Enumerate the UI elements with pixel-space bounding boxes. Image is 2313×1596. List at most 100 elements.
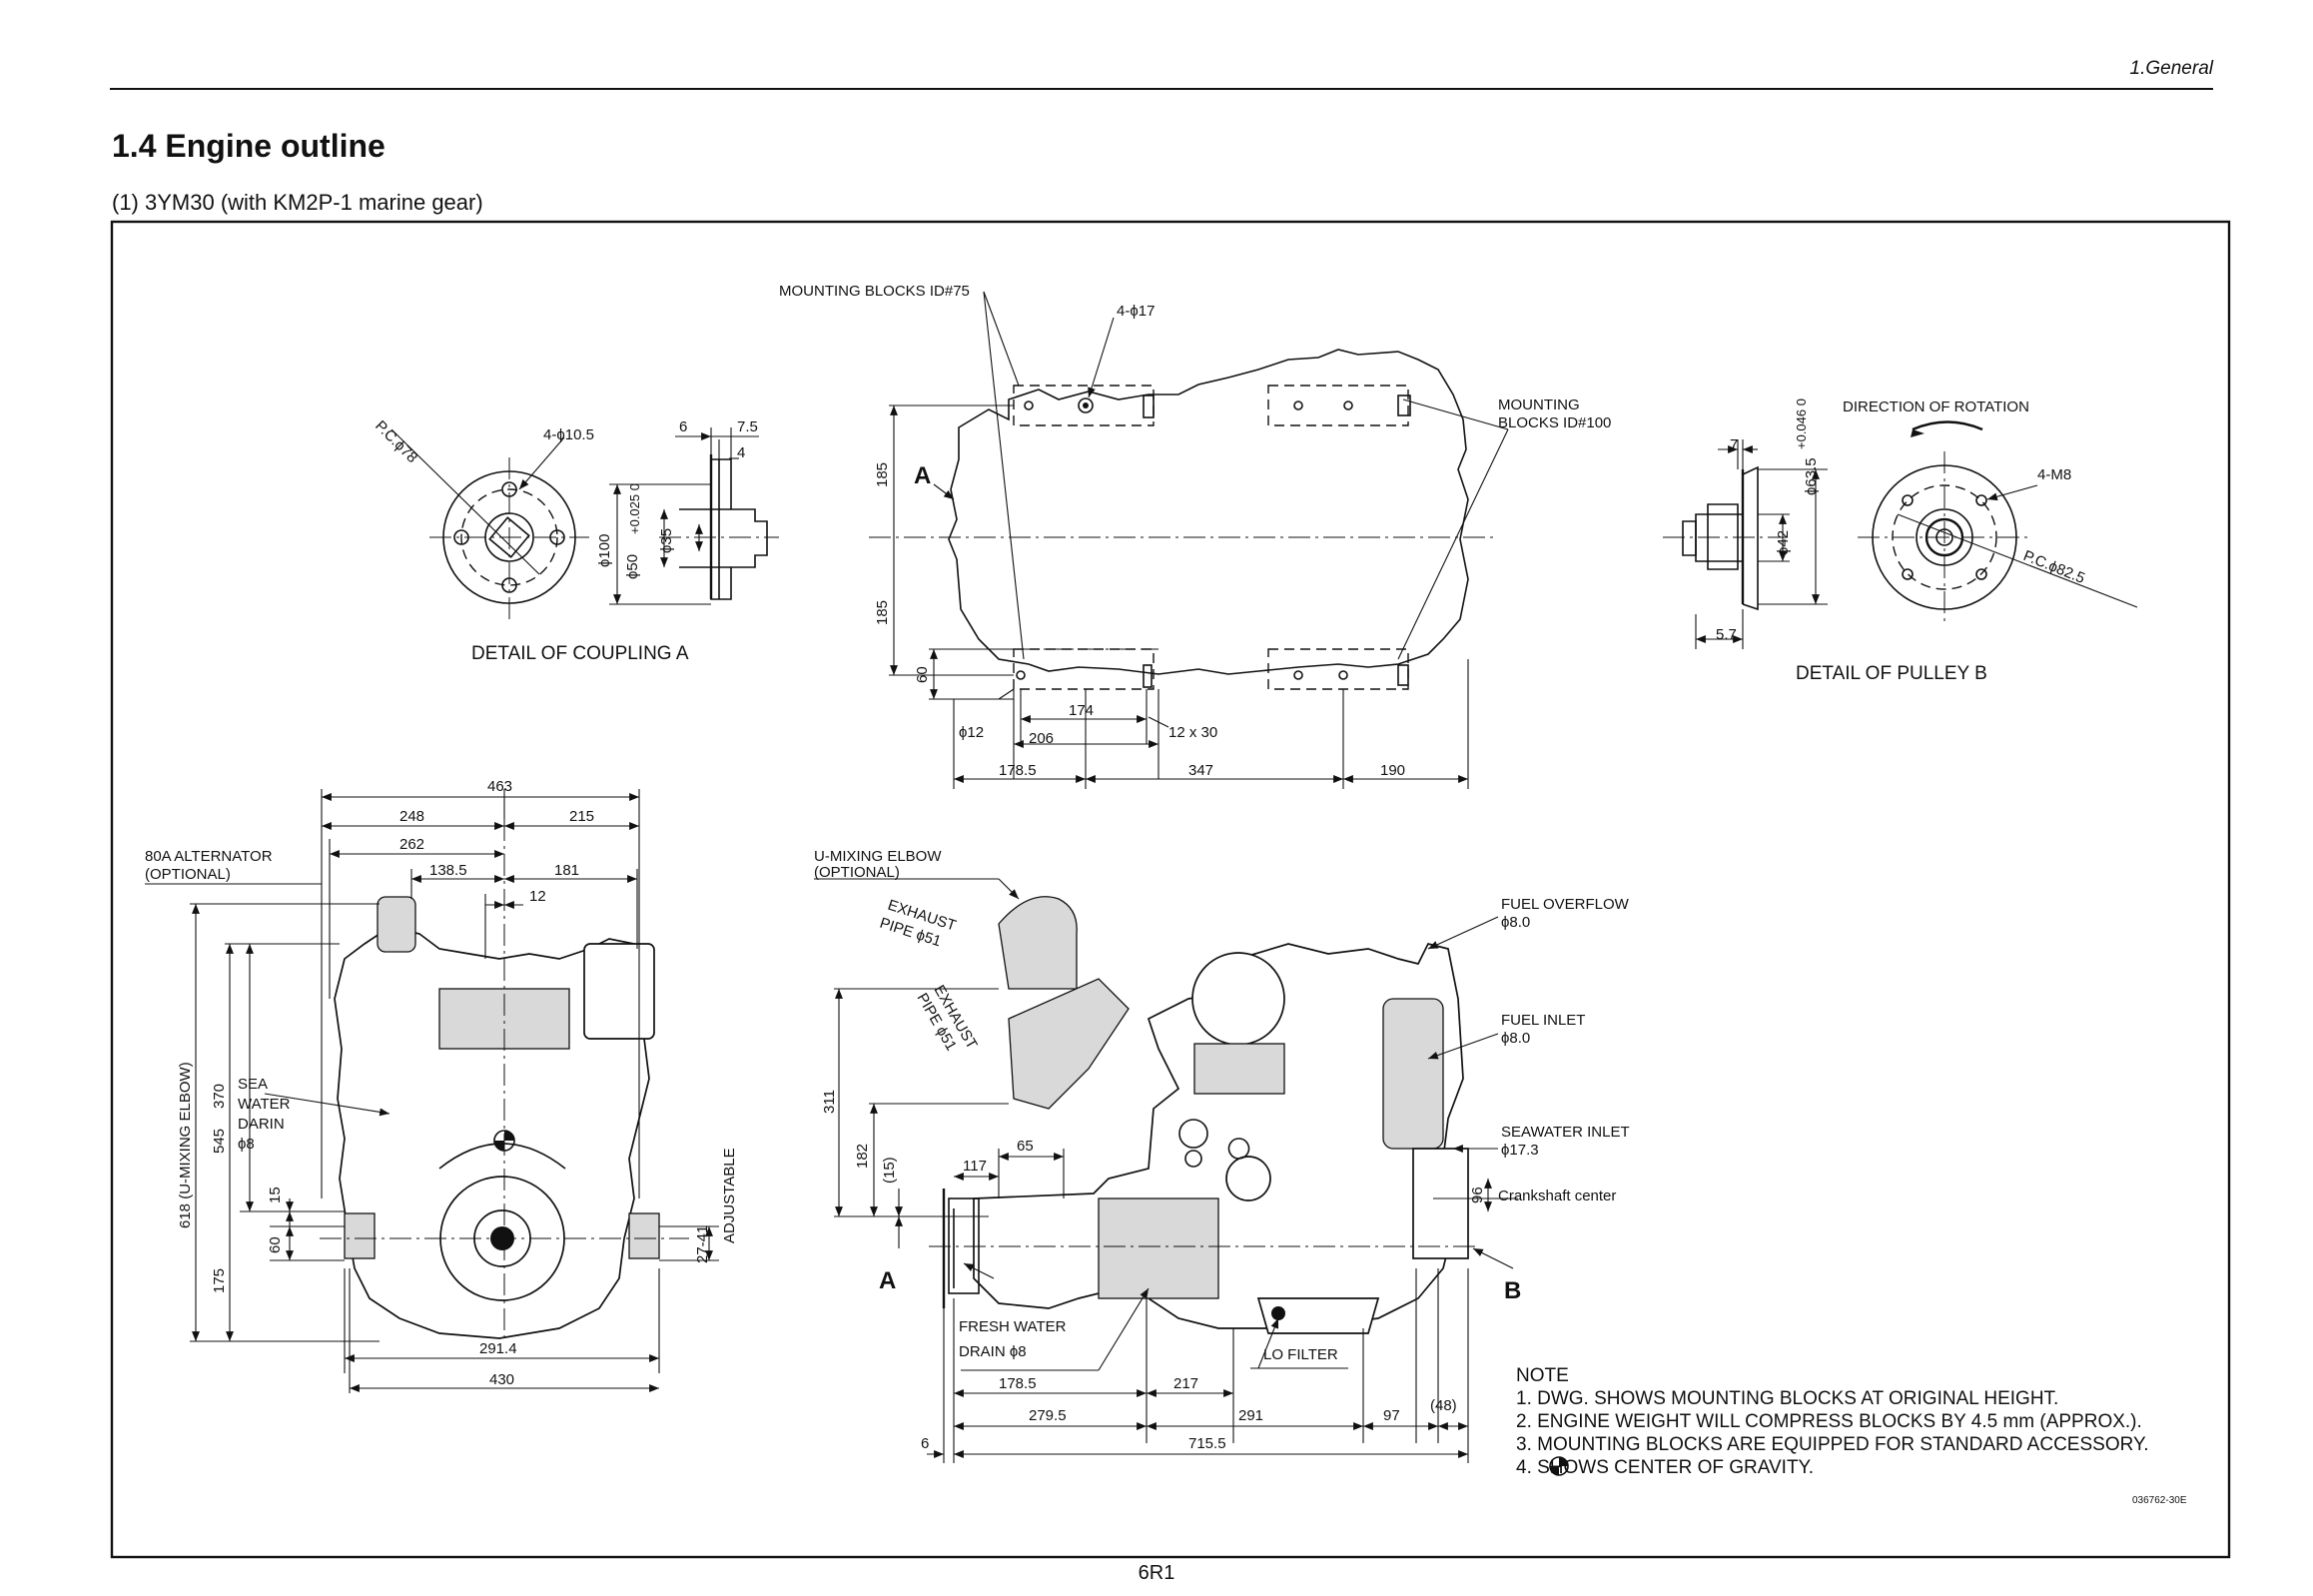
side-dim-48: (48) xyxy=(1430,1397,1457,1414)
plan-dim-347: 347 xyxy=(1188,762,1213,779)
front-dim-262: 262 xyxy=(399,836,424,853)
front-dim-181: 181 xyxy=(554,862,579,879)
drawing-number: 036762-30E xyxy=(2132,1495,2187,1506)
side-dim-291: 291 xyxy=(1238,1407,1263,1424)
pulley-dim-tol: +0.046 0 xyxy=(1794,399,1809,449)
page-footer: 6R1 xyxy=(1138,1562,1175,1584)
plan-mb75: MOUNTING BLOCKS ID#75 xyxy=(779,283,970,300)
side-dim-182: 182 xyxy=(854,1144,871,1169)
coupling-dim-6: 6 xyxy=(679,418,687,435)
page-subtitle: (1) 3YM30 (with KM2P-1 marine gear) xyxy=(112,190,483,215)
side-lo-filter: LO FILTER xyxy=(1263,1346,1338,1363)
page-title: 1.4 Engine outline xyxy=(112,128,386,164)
note-1: 1. DWG. SHOWS MOUNTING BLOCKS AT ORIGINA… xyxy=(1516,1388,2058,1409)
side-dim-311: 311 xyxy=(821,1090,838,1114)
pulley-detail xyxy=(1663,420,2138,649)
front-view xyxy=(145,789,719,1393)
front-alt-l2: (OPTIONAL) xyxy=(145,866,231,883)
coupling-detail xyxy=(390,427,779,619)
front-dim-463: 463 xyxy=(487,778,512,795)
coupling-holes: 4-ϕ10.5 xyxy=(543,426,594,443)
front-adjustable: ADJUSTABLE xyxy=(721,1148,738,1243)
front-dim-291-4: 291.4 xyxy=(479,1340,517,1357)
front-drain-l4: ϕ8 xyxy=(238,1136,255,1153)
pulley-dim-7: 7 xyxy=(1730,436,1738,453)
pulley-pcd: P.C.ϕ82.5 xyxy=(2021,547,2087,587)
plan-dim-206: 206 xyxy=(1029,730,1054,747)
front-alt-l1: 80A ALTERNATOR xyxy=(145,848,273,865)
pulley-dim-phi42: ϕ42 xyxy=(1775,530,1792,555)
side-dim-117: 117 xyxy=(963,1158,987,1175)
coupling-dim-7-5: 7.5 xyxy=(737,418,758,435)
header-rule xyxy=(110,88,2213,90)
side-sea-in-l2: ϕ17.3 xyxy=(1501,1142,1539,1159)
side-dim-65: 65 xyxy=(1017,1138,1034,1155)
plan-dim-174: 174 xyxy=(1069,702,1094,719)
front-dim-138-5: 138.5 xyxy=(429,862,467,879)
plan-holes17: 4-ϕ17 xyxy=(1117,303,1155,320)
front-dim-618: 618 (U-MIXING ELBOW) xyxy=(177,1062,194,1228)
side-elbow-l1: U-MIXING ELBOW xyxy=(814,848,942,865)
side-fuel-in-l1: FUEL INLET xyxy=(1501,1012,1585,1029)
coupling-dim-phi100: ϕ100 xyxy=(596,534,613,567)
section-header: 1.General xyxy=(2129,58,2213,79)
side-label-b: B xyxy=(1504,1277,1521,1304)
side-crank: Crankshaft center xyxy=(1498,1188,1616,1204)
pulley-dim-5-7: 5.7 xyxy=(1716,626,1737,643)
side-fw-drain-l2: DRAIN ϕ8 xyxy=(959,1343,1027,1360)
side-dim-96: 96 xyxy=(1469,1187,1486,1203)
side-sea-in-l1: SEAWATER INLET xyxy=(1501,1124,1630,1141)
plan-view xyxy=(869,291,1509,789)
front-dim-60: 60 xyxy=(267,1236,284,1253)
drawing-frame xyxy=(110,220,2231,1559)
coupling-caption: DETAIL OF COUPLING A xyxy=(471,643,689,664)
coupling-dim-tol: +0.025 0 xyxy=(627,483,642,534)
pulley-rotation: DIRECTION OF ROTATION xyxy=(1843,399,2029,415)
plan-dim-190: 190 xyxy=(1380,762,1405,779)
side-dim-217: 217 xyxy=(1173,1375,1198,1392)
side-dim-15: (15) xyxy=(881,1157,898,1184)
note-3: 3. MOUNTING BLOCKS ARE EQUIPPED FOR STAN… xyxy=(1516,1434,2148,1455)
note-title: NOTE xyxy=(1516,1365,1569,1386)
front-drain-l1: SEA xyxy=(238,1076,268,1093)
front-drain-l3: DARIN xyxy=(238,1116,285,1133)
side-label-a: A xyxy=(879,1267,896,1294)
side-dim-97: 97 xyxy=(1383,1407,1400,1424)
coupling-dim-phi35: ϕ35 xyxy=(658,528,675,553)
front-dim-27-41: 27-41 xyxy=(694,1225,711,1263)
front-dim-215: 215 xyxy=(569,808,594,825)
front-dim-15: 15 xyxy=(267,1187,284,1203)
plan-mb100-l2: BLOCKS ID#100 xyxy=(1498,414,1611,431)
plan-dim-phi12: ϕ12 xyxy=(959,724,984,741)
side-elbow-l2: (OPTIONAL) xyxy=(814,864,900,881)
front-drain-l2: WATER xyxy=(238,1096,291,1113)
plan-dim-185b: 185 xyxy=(874,600,891,625)
coupling-dim-4: 4 xyxy=(737,444,745,461)
pulley-caption: DETAIL OF PULLEY B xyxy=(1796,663,1987,684)
center-of-gravity-icon xyxy=(1549,1456,1569,1476)
pulley-m8: 4-M8 xyxy=(2037,466,2071,483)
front-dim-12: 12 xyxy=(529,888,546,905)
plan-dim-60: 60 xyxy=(914,666,931,683)
front-dim-370: 370 xyxy=(211,1084,228,1109)
plan-dim-178-5: 178.5 xyxy=(999,762,1037,779)
side-fuel-over-l2: ϕ8.0 xyxy=(1501,914,1530,931)
front-dim-175: 175 xyxy=(211,1268,228,1293)
pulley-dim-phi63-5: ϕ63.5 xyxy=(1803,457,1820,495)
side-view xyxy=(814,878,1518,1463)
coupling-pcd: P.C.ϕ78 xyxy=(372,417,420,466)
side-dim-178-5: 178.5 xyxy=(999,1375,1037,1392)
side-dim-279-5: 279.5 xyxy=(1029,1407,1067,1424)
side-fuel-over-l1: FUEL OVERFLOW xyxy=(1501,896,1630,913)
front-dim-430: 430 xyxy=(489,1371,514,1388)
side-dim-6: 6 xyxy=(921,1435,929,1452)
plan-dim-185a: 185 xyxy=(874,462,891,487)
front-dim-545: 545 xyxy=(211,1129,228,1154)
plan-dim-slot: 12 x 30 xyxy=(1168,724,1217,741)
note-2: 2. ENGINE WEIGHT WILL COMPRESS BLOCKS BY… xyxy=(1516,1411,2142,1432)
front-dim-248: 248 xyxy=(399,808,424,825)
coupling-dim-phi50: ϕ50 xyxy=(624,554,641,579)
side-fuel-in-l2: ϕ8.0 xyxy=(1501,1030,1530,1047)
note-4: 4. SHOWS CENTER OF GRAVITY. xyxy=(1516,1457,1814,1478)
